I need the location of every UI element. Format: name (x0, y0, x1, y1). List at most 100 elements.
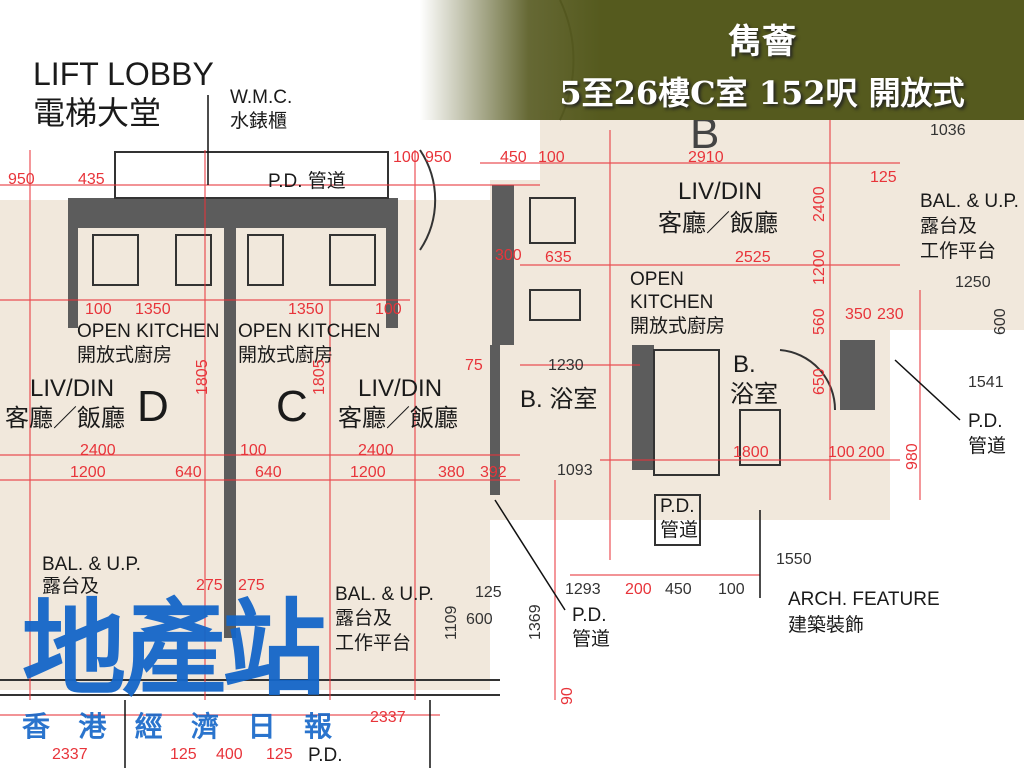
dimension: 1350 (135, 301, 171, 318)
plan-label: B. (733, 351, 756, 378)
dimension: 2337 (370, 709, 406, 726)
logo-char: 經 (134, 711, 163, 742)
dimension: 125 (266, 746, 293, 763)
dimension: 100 (828, 444, 855, 461)
plan-label: 露台及 (42, 576, 100, 597)
logo-subtitle: 香 港 經 濟 日 報 (22, 713, 332, 741)
logo-char: 香 (22, 711, 51, 742)
dimension: 2400 (80, 442, 116, 459)
plan-label: 開放式廚房 (238, 345, 334, 366)
plan-label: 管道 (968, 436, 1007, 457)
dimension: 2910 (688, 149, 724, 166)
unit-d-label: D (137, 382, 169, 431)
plan-label: 開放式廚房 (630, 316, 726, 337)
dimension: 125 (475, 584, 502, 601)
dimension: 640 (255, 464, 282, 481)
plan-label: 客廳／飯廳 (658, 210, 778, 237)
dimension: 200 (858, 444, 885, 461)
dimension: 600 (466, 611, 493, 628)
plan-label: KITCHEN (630, 292, 714, 313)
dimension: 640 (175, 464, 202, 481)
plan-label: 客廳／飯廳 (5, 405, 125, 432)
plan-label: 浴室 (730, 381, 778, 408)
dimension: 1093 (557, 462, 593, 479)
logo-char: 報 (303, 711, 332, 742)
dimension: 100 (393, 149, 420, 166)
plan-label: P.D. (308, 745, 343, 766)
plan-label: LIFT LOBBY (33, 56, 214, 92)
dimension: 100 (375, 301, 402, 318)
dimension: 1200 (70, 464, 106, 481)
dimension: 200 (625, 581, 652, 598)
dimension: 450 (500, 149, 527, 166)
dimension: 635 (545, 249, 572, 266)
dimension: 1230 (548, 357, 584, 374)
plan-label: OPEN KITCHEN (238, 321, 381, 342)
dimension: 400 (216, 746, 243, 763)
plan-label: LIV/DIN (358, 375, 443, 402)
dimension: 350 (845, 306, 872, 323)
plan-label: P.D. (660, 496, 695, 517)
plan-label: P.D. (572, 605, 607, 626)
dimension: 125 (170, 746, 197, 763)
dimension: 100 (85, 301, 112, 318)
plan-label: OPEN (630, 269, 684, 290)
logo-char: 日 (247, 711, 276, 742)
plan-label: BAL. & U.P. (42, 554, 141, 575)
dimension: 230 (877, 306, 904, 323)
plan-label: 管道 (660, 520, 699, 541)
plan-label: P.D. (968, 411, 1003, 432)
dimension: 300 (495, 247, 522, 264)
dimension: 950 (8, 171, 35, 188)
plan-label: BAL. & U.P. (920, 191, 1019, 212)
plan-label: 電梯大堂 (33, 95, 162, 131)
dimension: 2400 (358, 442, 394, 459)
plan-label: 水錶櫃 (230, 111, 288, 132)
dimension: 2400 (811, 186, 828, 222)
unit-c-label: C (276, 382, 308, 431)
dimension: 1369 (527, 604, 544, 640)
dimension: 1109 (443, 605, 460, 640)
plan-label: LIV/DIN (30, 375, 115, 402)
dimension: 100 (240, 442, 267, 459)
plan-label: BAL. & U.P. (335, 584, 434, 605)
dimension: 1036 (930, 122, 966, 139)
dimension: 1805 (194, 359, 211, 395)
dimension: 1541 (968, 374, 1004, 391)
dimension: 380 (438, 464, 465, 481)
dimension: 980 (904, 443, 921, 470)
dimension: 1800 (733, 444, 769, 461)
plan-label: 客廳／飯廳 (338, 405, 458, 432)
dimension: 2525 (735, 249, 771, 266)
dimension: 435 (78, 171, 105, 188)
dimension: 650 (811, 368, 828, 395)
plan-label: B. 浴室 (520, 386, 598, 413)
plan-label: LIV/DIN (678, 178, 763, 205)
dimension: 450 (665, 581, 692, 598)
dimension: 1805 (311, 359, 328, 395)
dimension: 2337 (52, 746, 88, 763)
dimension: 560 (811, 308, 828, 335)
plan-label: 工作平台 (335, 633, 412, 654)
dimension: 600 (992, 308, 1009, 335)
dimension: 275 (196, 577, 223, 594)
logo-char: 港 (78, 711, 107, 742)
unit-description: 5至26樓C室 152呎 開放式 (559, 74, 965, 112)
plan-label: 管道 (572, 629, 611, 650)
dimension: 1350 (288, 301, 324, 318)
plan-label: ARCH. FEATURE (788, 589, 940, 610)
plan-label: 開放式廚房 (77, 345, 173, 366)
dimension: 100 (718, 581, 745, 598)
logo-char: 濟 (191, 711, 220, 742)
dimension: 75 (465, 357, 483, 374)
plan-label: 工作平台 (920, 241, 997, 262)
dimension: 90 (559, 687, 576, 705)
dimension: 950 (425, 149, 452, 166)
dimension: 100 (538, 149, 565, 166)
title-banner: 雋薈 5至26樓C室 152呎 開放式 (420, 0, 1024, 120)
dimension: 275 (238, 577, 265, 594)
logo-watermark: 地產站 (22, 592, 326, 708)
plan-label: 露台及 (920, 216, 978, 237)
dimension: 392 (480, 464, 507, 481)
